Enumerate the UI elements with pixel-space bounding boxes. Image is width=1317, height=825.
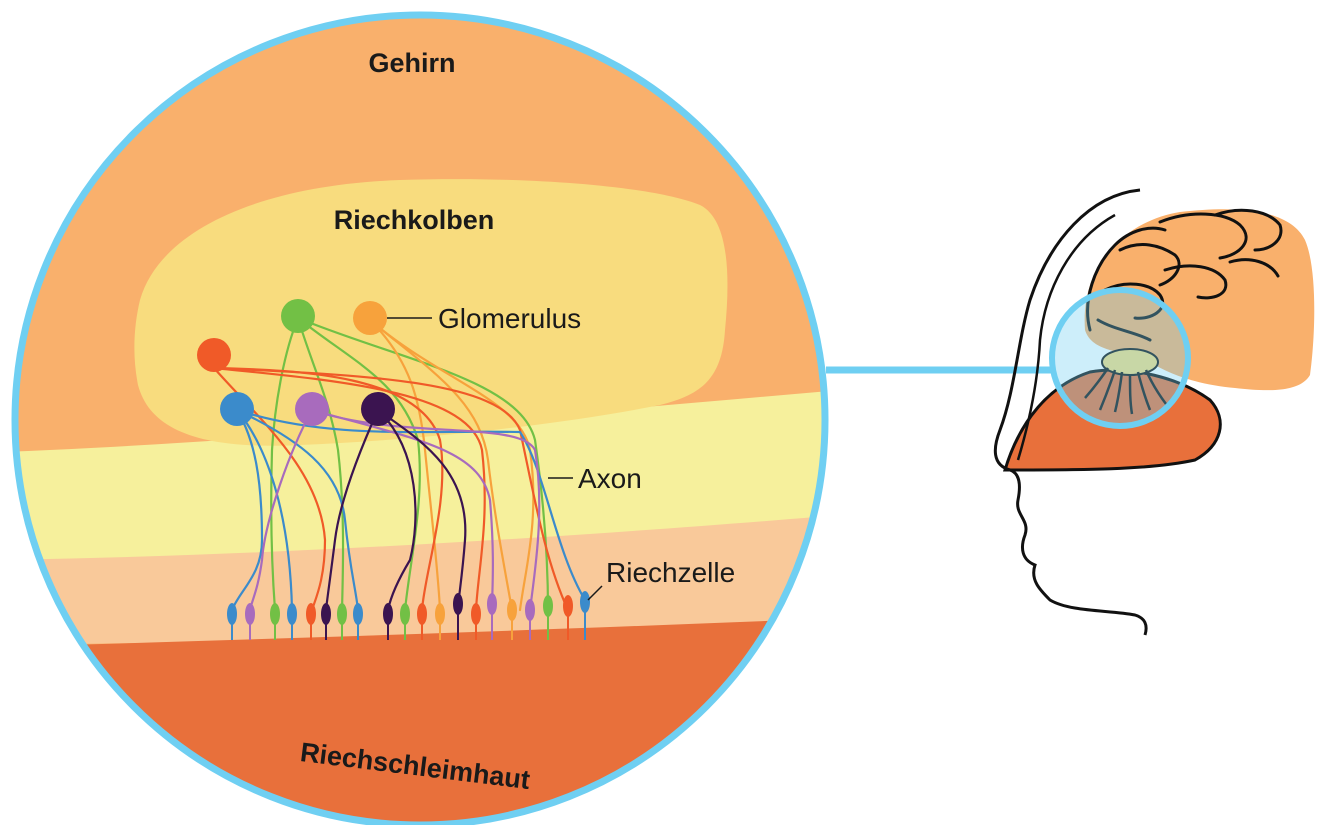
glomerulus-blue: [220, 392, 254, 426]
glomerulus-red: [197, 338, 231, 372]
head-magnifier-ring: [1052, 290, 1188, 426]
mucosa-region: [0, 618, 840, 825]
glomerulus-purple: [295, 392, 329, 426]
olfactory-bulb-label: Riechkolben: [334, 205, 495, 235]
glomerulus-label: Glomerulus: [438, 303, 581, 334]
glomerulus-green: [281, 299, 315, 333]
brain-label: Gehirn: [368, 48, 455, 78]
receptor-cell-label: Riechzelle: [606, 557, 735, 588]
axon-label: Axon: [578, 463, 642, 494]
glomerulus-dark: [361, 392, 395, 426]
glomerulus-orange: [353, 301, 387, 335]
head-illustration: [995, 190, 1314, 635]
